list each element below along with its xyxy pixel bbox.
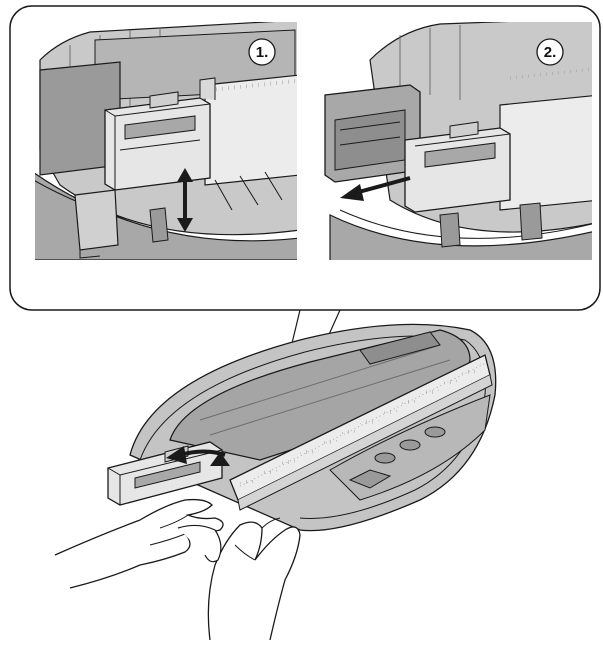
step-1-badge: 1. [248, 38, 276, 66]
arrow-left-icon [340, 176, 411, 201]
right-hand [177, 517, 301, 641]
device-arrow-icon [166, 446, 230, 466]
step-2-panel [324, 22, 592, 260]
device-module [107, 441, 223, 506]
left-hand [54, 498, 224, 589]
step-1-label: 1. [256, 44, 269, 61]
module-in-rail [404, 121, 511, 213]
step-1-panel [35, 22, 297, 260]
module-lifted [104, 77, 216, 191]
double-arrow-up-down-icon [177, 168, 193, 232]
step-2-badge: 2. [536, 38, 564, 66]
module-pulled [324, 84, 421, 183]
main-device [107, 323, 497, 532]
step-2-label: 2. [544, 44, 557, 61]
